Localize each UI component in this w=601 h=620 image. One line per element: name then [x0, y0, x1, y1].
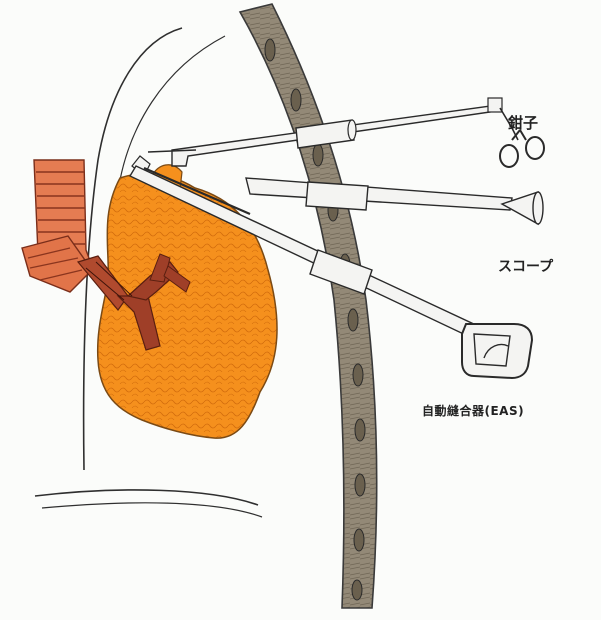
label-scope: スコープ	[498, 256, 553, 276]
label-stapler: 自動縫合器(EAS)	[422, 402, 524, 419]
forceps-handle-icon	[500, 130, 544, 167]
scope-instrument	[246, 178, 543, 224]
forceps-instrument	[148, 98, 544, 167]
label-forceps: 鉗子	[508, 112, 538, 133]
stapler-handle-icon	[462, 324, 532, 378]
body-outline-lower-2	[42, 503, 262, 517]
trachea	[22, 160, 94, 292]
